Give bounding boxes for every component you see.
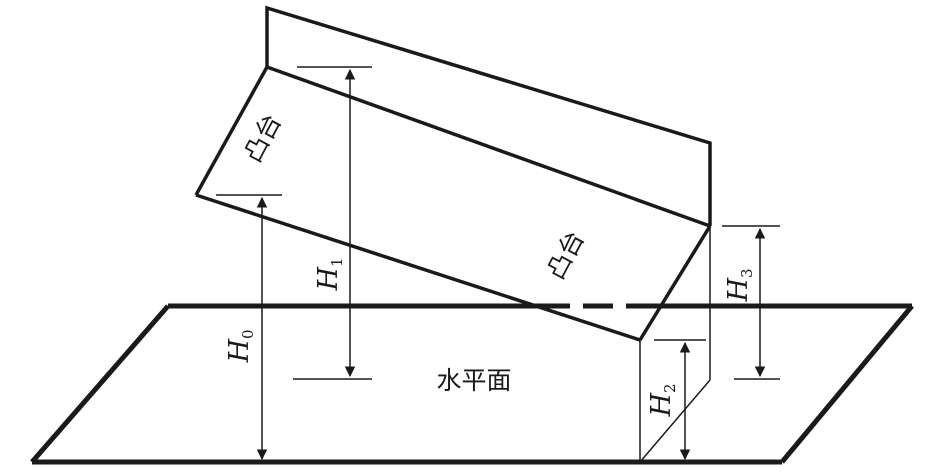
plane-left-edge	[30, 304, 170, 464]
h3-letter: H	[723, 278, 754, 303]
plate-top-edge	[266, 65, 711, 228]
plate-right-edge	[638, 225, 712, 341]
h0-subscript: 0	[239, 329, 257, 339]
h2-label: H2	[646, 383, 679, 417]
h1-subscript: 1	[328, 257, 346, 267]
plate-bottom-edge	[195, 193, 641, 342]
dimension-lines	[256, 68, 766, 461]
h3-subscript: 3	[738, 268, 756, 278]
h1-label: H1	[313, 257, 346, 291]
protrusion-lower-label: 凸台	[541, 226, 590, 284]
h0-letter: H	[224, 339, 255, 364]
h2-letter: H	[646, 393, 677, 418]
projection-lines	[639, 226, 711, 463]
h3-label: H3	[723, 268, 756, 302]
extension-lines	[216, 66, 780, 380]
h1-letter: H	[313, 267, 344, 292]
tilted-plate	[194, 5, 712, 342]
plane-right-edge	[780, 304, 914, 464]
horizontal-plane	[30, 303, 914, 465]
h2-subscript: 2	[661, 383, 679, 393]
h0-label: H0	[224, 329, 257, 363]
plate-back-face	[265, 5, 712, 226]
protrusion-upper-label: 凸台	[238, 109, 287, 167]
plate-left-edge	[194, 66, 269, 196]
plane-label: 水平面	[436, 366, 511, 395]
ground-diagonal-line	[639, 379, 711, 463]
